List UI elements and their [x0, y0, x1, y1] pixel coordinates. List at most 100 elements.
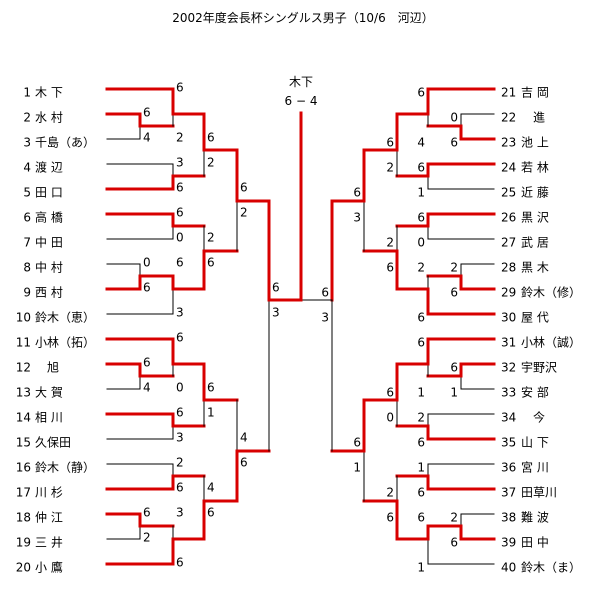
match-score: 1: [417, 561, 425, 575]
match-score: 0: [386, 411, 394, 425]
match-score: 6: [417, 161, 425, 175]
match-score: 6: [450, 136, 458, 150]
seed-number: 2: [23, 111, 31, 125]
match-score: 4: [143, 381, 151, 395]
player-name: 旭: [35, 361, 59, 375]
match-score: 4: [143, 131, 151, 145]
match-score: 6: [207, 256, 215, 270]
match-score: 6: [417, 336, 425, 350]
player-name: 高 橋: [35, 210, 63, 225]
player-name: 宮 川: [521, 460, 549, 475]
player-name: 川 杉: [35, 486, 63, 500]
seed-number: 22: [501, 111, 516, 125]
player-name: 黒 木: [521, 261, 549, 275]
player-name: 三 井: [35, 536, 63, 550]
match-score: 6: [386, 386, 394, 400]
player-name: 千島（あ）: [35, 135, 95, 150]
seed-number: 18: [16, 511, 31, 525]
player-name: 田 口: [35, 186, 63, 200]
match-score: 6: [240, 181, 248, 195]
player-name: 水 村: [35, 111, 63, 125]
seed-number: 8: [23, 261, 31, 275]
semifinal-score: 3: [321, 311, 329, 325]
seed-number: 35: [501, 436, 516, 450]
seed-number: 29: [501, 286, 516, 300]
match-score: 6: [386, 511, 394, 525]
seed-number: 1: [23, 86, 31, 100]
match-score: 3: [353, 211, 361, 225]
player-name: 今: [521, 410, 545, 425]
match-score: 6: [176, 331, 184, 345]
match-score: 6: [386, 136, 394, 150]
match-score: 6: [450, 361, 458, 375]
semifinal-score: 3: [272, 306, 280, 320]
seed-number: 14: [16, 411, 31, 425]
player-name: 中 田: [35, 235, 63, 250]
seed-number: 38: [501, 511, 516, 525]
match-score: 2: [417, 411, 425, 425]
match-score: 6: [386, 261, 394, 275]
seed-number: 17: [16, 486, 31, 500]
seed-number: 12: [16, 361, 31, 375]
match-score: 2: [240, 206, 248, 220]
seed-number: 39: [501, 536, 516, 550]
match-score: 6: [417, 311, 425, 325]
match-score: 2: [450, 261, 458, 275]
player-name: 西 村: [35, 286, 63, 300]
match-score: 6: [417, 486, 425, 500]
bracket-lines: [105, 87, 496, 566]
seed-number: 33: [501, 386, 516, 400]
match-score: 2: [176, 456, 184, 470]
player-name: 池 上: [521, 136, 549, 150]
player-name: 山 下: [521, 436, 549, 450]
match-score: 4: [240, 431, 248, 445]
match-score: 3: [176, 156, 184, 170]
seed-number: 6: [23, 211, 31, 225]
match-score: 6: [417, 511, 425, 525]
match-score: 6: [417, 211, 425, 225]
seed-number: 3: [23, 136, 31, 150]
semifinal-score: 6: [321, 286, 329, 300]
player-name: 進: [521, 111, 545, 125]
match-score: 1: [417, 186, 425, 200]
player-name: 安 部: [521, 385, 549, 400]
match-score: 2: [143, 531, 151, 545]
seed-number: 26: [501, 211, 516, 225]
player-name: 田 中: [521, 535, 549, 550]
player-name: 田草川: [521, 486, 557, 500]
match-score: 0: [143, 256, 151, 270]
seed-number: 13: [16, 386, 31, 400]
seed-number: 37: [501, 486, 516, 500]
match-score: 3: [176, 431, 184, 445]
match-score: 2: [417, 261, 425, 275]
seed-number: 23: [501, 136, 516, 150]
match-score: 6: [417, 436, 425, 450]
player-name: 屋 代: [521, 311, 549, 325]
seed-number: 10: [16, 311, 31, 325]
seed-number: 36: [501, 461, 516, 475]
seed-number: 28: [501, 261, 516, 275]
player-name: 吉 岡: [521, 86, 549, 100]
seed-number: 30: [501, 311, 516, 325]
match-score: 6: [176, 206, 184, 220]
match-score: 3: [176, 306, 184, 320]
seed-number: 20: [16, 561, 31, 575]
match-score: 6: [417, 86, 425, 100]
seed-number: 25: [501, 186, 516, 200]
player-name: 中 村: [35, 260, 63, 275]
match-score: 6: [450, 286, 458, 300]
match-score: 2: [386, 161, 394, 175]
match-score: 6: [207, 131, 215, 145]
player-name: 鈴木（恵）: [35, 310, 95, 325]
match-score: 6: [207, 506, 215, 520]
match-score: 6: [176, 481, 184, 495]
seed-number: 34: [501, 411, 516, 425]
final-score: 6 − 4: [285, 94, 318, 108]
player-name: 武 居: [521, 236, 549, 250]
seed-number: 27: [501, 236, 516, 250]
match-score: 1: [417, 461, 425, 475]
match-score: 2: [176, 131, 184, 145]
match-score: 0: [176, 381, 184, 395]
